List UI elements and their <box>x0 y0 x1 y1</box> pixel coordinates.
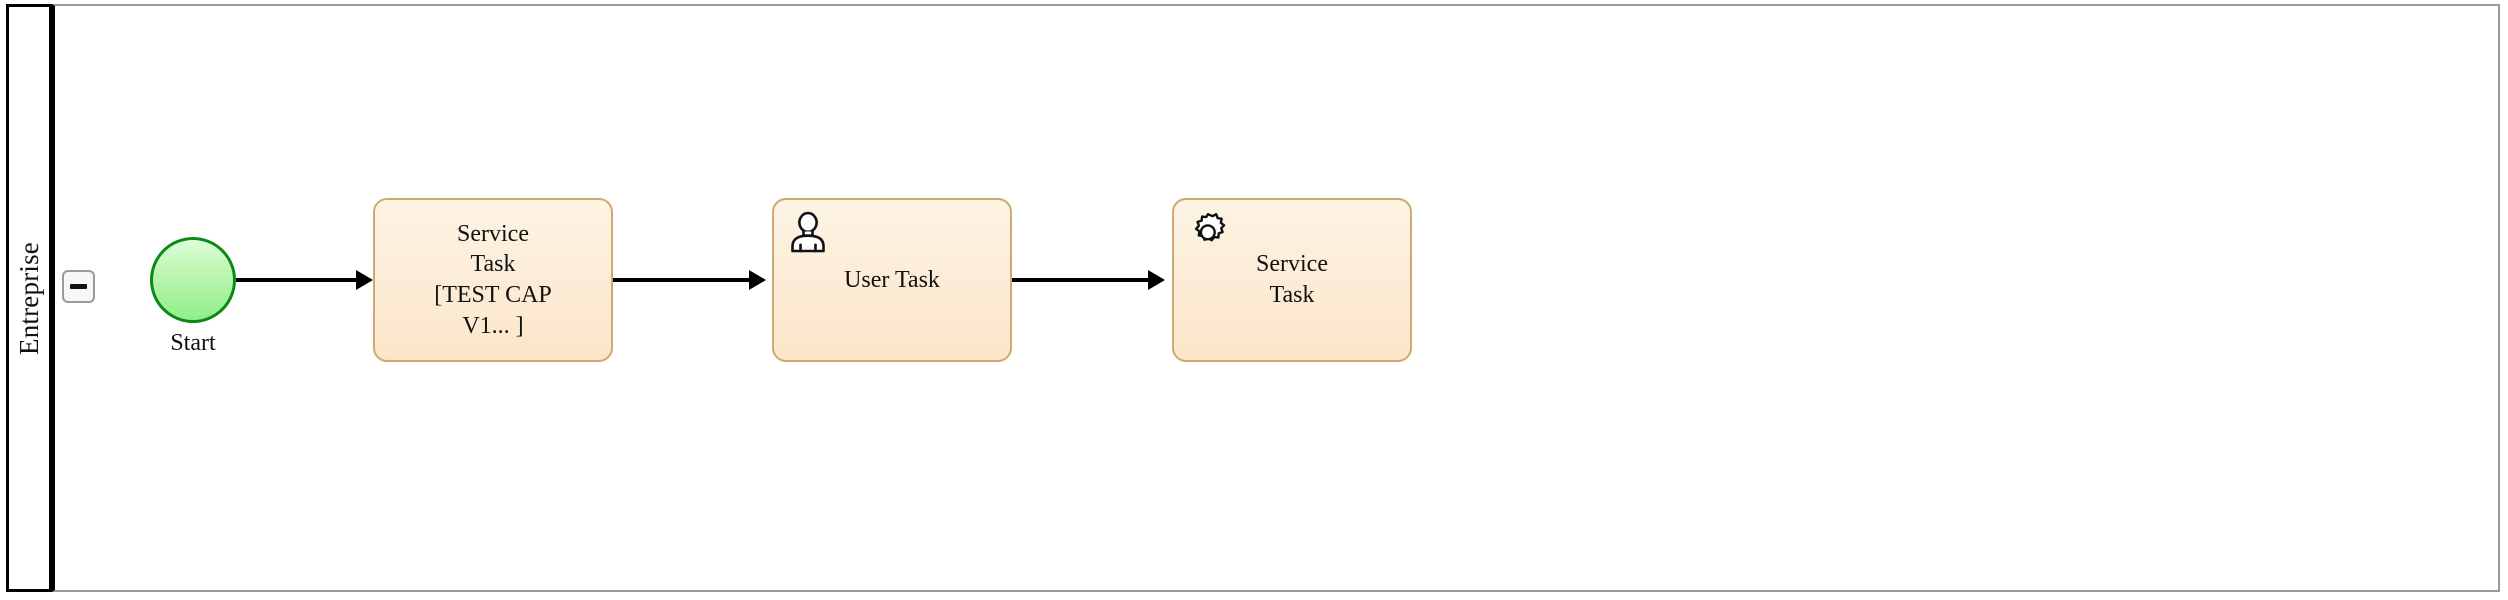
start-event-label: Start <box>170 330 216 356</box>
task-label: User Task <box>844 266 940 293</box>
sequence-flow-1-arrowhead <box>356 270 373 290</box>
task-service-test-cap[interactable]: Service Task [TEST CAP V1... ] <box>373 198 613 362</box>
gear-icon <box>1186 211 1230 255</box>
pool-header[interactable]: Entreprise <box>6 4 52 592</box>
sequence-flow-3-arrowhead <box>1148 270 1165 290</box>
task-label: Service Task [TEST CAP V1... ] <box>434 220 552 339</box>
sequence-flow-2-arrowhead <box>749 270 766 290</box>
sequence-flow-2[interactable] <box>613 278 753 282</box>
user-icon <box>786 211 830 255</box>
minus-icon <box>70 284 87 289</box>
sequence-flow-1[interactable] <box>236 278 360 282</box>
pool-collapse-toggle[interactable] <box>62 270 95 303</box>
sequence-flow-3[interactable] <box>1012 278 1152 282</box>
task-service-task[interactable]: Service Task <box>1172 198 1412 362</box>
start-event[interactable] <box>150 237 236 323</box>
pool-label: Entreprise <box>13 241 44 355</box>
task-label: Service Task <box>1256 251 1328 308</box>
task-user-task[interactable]: User Task <box>772 198 1012 362</box>
